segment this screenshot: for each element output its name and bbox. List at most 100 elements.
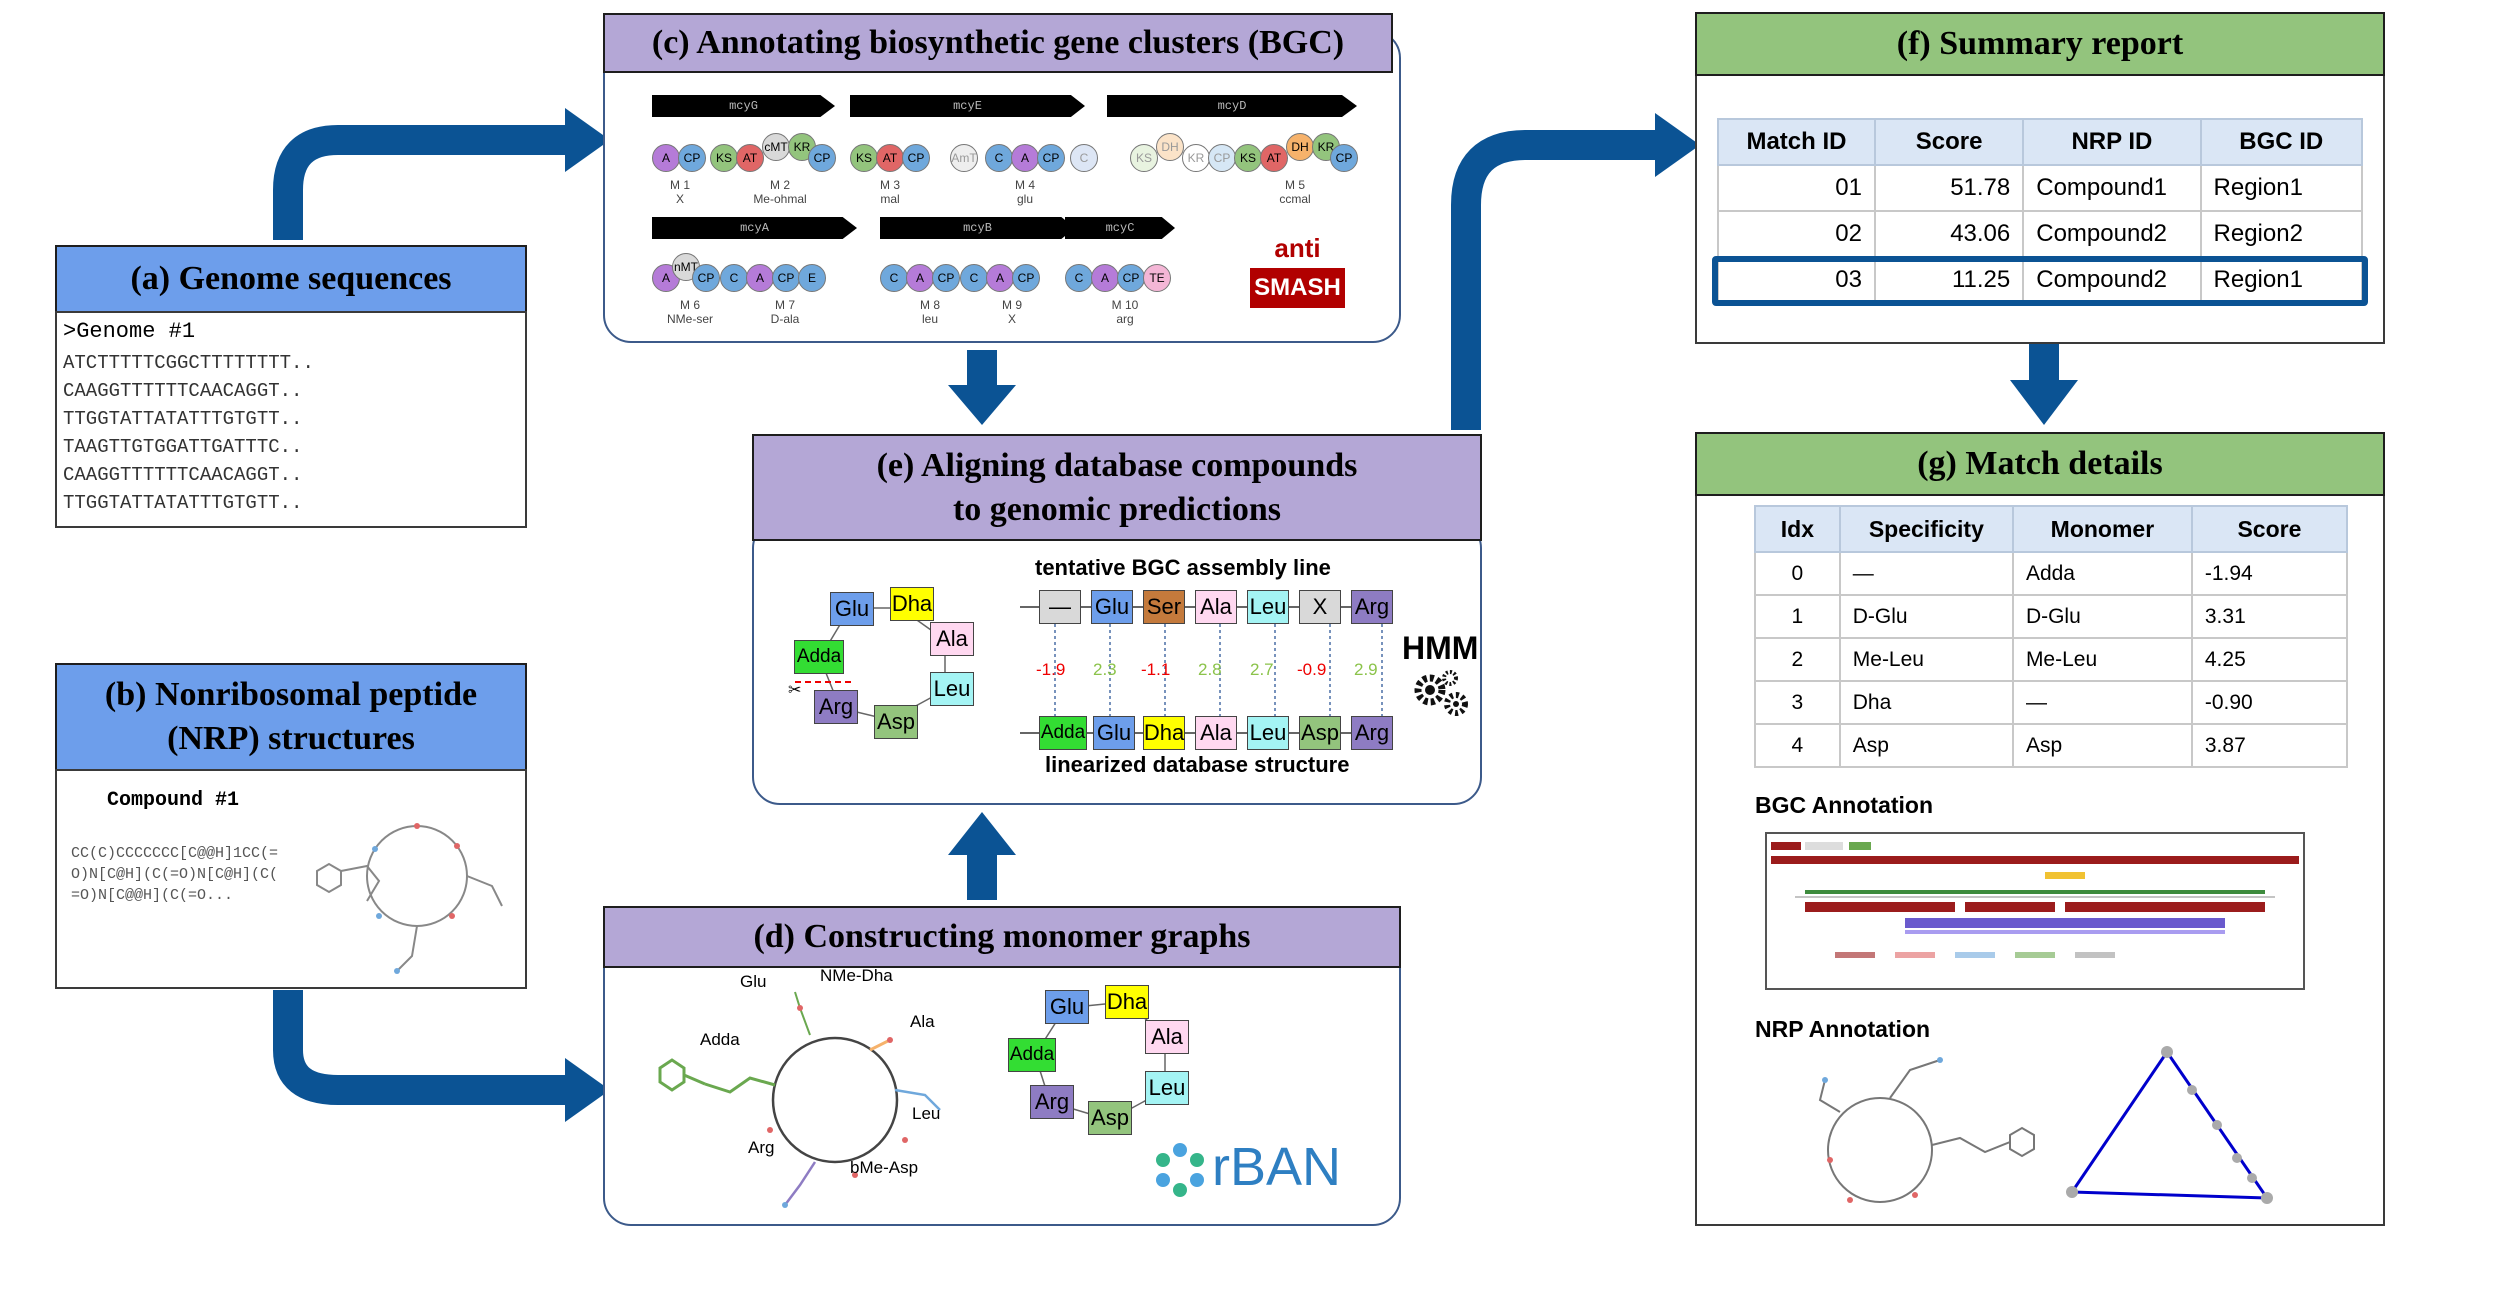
- domain-AmT: AmT: [950, 144, 978, 172]
- score-cell: -0.90: [2190, 680, 2349, 725]
- specificity-cell: Asp: [1838, 723, 2014, 768]
- arrow-head-d-to-e: [948, 812, 1016, 855]
- panel-e-title: (e) Aligning database compounds to genom…: [752, 434, 1482, 541]
- panel-e-title-line2: to genomic predictions: [952, 490, 1281, 528]
- database-slot: Adda: [1039, 716, 1087, 750]
- nrp-id-cell: Compound2: [2022, 256, 2202, 304]
- panel-f-title: (f) Summary report: [1695, 12, 2385, 76]
- domain-CP: CP: [902, 144, 930, 172]
- domain-C: C: [720, 264, 748, 292]
- smiles-text: CC(C)CCCCCCC[C@@H]1CC(= O)N[C@H](C(=O)N[…: [71, 843, 278, 906]
- nrp-id-cell: Compound2: [2022, 210, 2202, 258]
- arrow-head-to-f: [1655, 113, 1700, 177]
- selected-row-highlight: [1712, 256, 2368, 306]
- gene-arrow-mcyB: mcyB: [880, 217, 1075, 239]
- graph-node-leu: Leu: [930, 672, 974, 706]
- col-header: Score: [2190, 505, 2349, 553]
- antismash-logo: anti SMASH: [1250, 228, 1345, 318]
- panel-a-title: (a) Genome sequences: [55, 245, 527, 313]
- table-row[interactable]: 01 51.78 Compound1 Region1: [1717, 164, 2364, 212]
- bgc-annotation-screenshot[interactable]: [1765, 832, 2305, 990]
- table-row-selected[interactable]: 03 11.25 Compound2 Region1: [1717, 256, 2364, 304]
- domain-CP: CP: [1208, 144, 1236, 172]
- match-id-cell: 01: [1717, 164, 1876, 212]
- graph-node-adda: Adda: [1008, 1038, 1056, 1072]
- nrp-graph-image: [2066, 1046, 2273, 1204]
- graph-node-arg: Arg: [814, 690, 858, 724]
- table-row[interactable]: 0—Adda-1.94: [1754, 551, 2349, 596]
- module-specificity: X: [675, 192, 684, 206]
- sequence-line: ATCTTTTTCGGCTTTTTTTT..: [63, 352, 314, 374]
- match-details-table: Idx Specificity Monomer Score 0—Adda-1.9…: [1754, 505, 2349, 768]
- assembly-slot: Ser: [1143, 590, 1185, 624]
- module-specificity: Me-ohmal: [753, 192, 807, 206]
- alignment-score: 2.9: [1354, 660, 1378, 679]
- graph-node-asp: Asp: [874, 705, 918, 739]
- alignment-score: 2.8: [1198, 660, 1222, 679]
- score-cell: 51.78: [1873, 164, 2025, 212]
- database-structure-label: linearized database structure: [1045, 752, 1350, 777]
- module-specificity: leu: [921, 312, 938, 326]
- graph-node-arg: Arg: [1030, 1085, 1074, 1119]
- antismash-logo-bottom: SMASH: [1250, 268, 1345, 308]
- domain-E: E: [798, 264, 826, 292]
- domain-nMT: nMT: [672, 253, 700, 281]
- score-cell: 4.25: [2190, 637, 2349, 682]
- domain-CP: CP: [1117, 264, 1145, 292]
- domain-DH: DH: [1286, 133, 1314, 161]
- smiles-line: O)N[C@H](C(=O)N[C@H](C(: [71, 866, 279, 883]
- gears-icon: [1414, 670, 1468, 716]
- domain-CP: CP: [772, 264, 800, 292]
- idx-cell: 3: [1754, 680, 1841, 725]
- alignment-score: 2.7: [1250, 660, 1274, 679]
- domain-CP: CP: [1012, 264, 1040, 292]
- database-slot: Leu: [1247, 716, 1289, 750]
- domain-A: A: [986, 264, 1014, 292]
- smiles-line: =O)N[C@@H](C(=O...: [71, 887, 234, 904]
- specificity-cell: —: [1838, 551, 2014, 596]
- domain-KS: KS: [850, 144, 878, 172]
- table-row[interactable]: 02 43.06 Compound2 Region2: [1717, 210, 2364, 258]
- alignment-score: -0.9: [1297, 660, 1327, 679]
- score-cell: 3.87: [2190, 723, 2349, 768]
- module-specificity: ccmal: [1279, 192, 1311, 206]
- module-id: M 6: [679, 298, 700, 312]
- module-id: M 1: [669, 178, 690, 192]
- graph-node-leu: Leu: [1145, 1071, 1189, 1105]
- idx-cell: 1: [1754, 594, 1841, 639]
- module-specificity: glu: [1016, 192, 1033, 206]
- match-details-header: Idx Specificity Monomer Score: [1754, 505, 2349, 553]
- gene-arrow-mcyA: mcyA: [652, 217, 857, 239]
- domain-C: C: [1070, 144, 1098, 172]
- scissors-icon: ✂: [788, 682, 802, 699]
- col-header: Monomer: [2011, 505, 2193, 553]
- panel-b-title-line1: (b) Nonribosomal peptide: [104, 676, 478, 713]
- monomer-cell: Me-Leu: [2011, 637, 2193, 682]
- panel-e-body: [752, 520, 1482, 805]
- alignment-score: -1.1: [1141, 660, 1171, 679]
- gene-arrow-mcyE: mcyE: [850, 95, 1085, 117]
- module-specificity: mal: [880, 192, 900, 206]
- domain-CP: CP: [1037, 144, 1065, 172]
- domain-AT: AT: [876, 144, 904, 172]
- monomer-cell: —: [2011, 680, 2193, 725]
- graph-node-ala: Ala: [1145, 1020, 1189, 1054]
- panel-g-title: (g) Match details: [1695, 432, 2385, 496]
- database-slot: Arg: [1351, 716, 1393, 750]
- smiles-line: CC(C)CCCCCCC[C@@H]1CC(=: [71, 845, 279, 862]
- idx-cell: 4: [1754, 723, 1841, 768]
- col-header: Specificity: [1838, 505, 2014, 553]
- summary-table-header: Match ID Score NRP ID BGC ID: [1717, 118, 2364, 166]
- domain-DH: DH: [1156, 133, 1184, 161]
- assembly-slot: Ala: [1195, 590, 1237, 624]
- database-slot: Ala: [1195, 716, 1237, 750]
